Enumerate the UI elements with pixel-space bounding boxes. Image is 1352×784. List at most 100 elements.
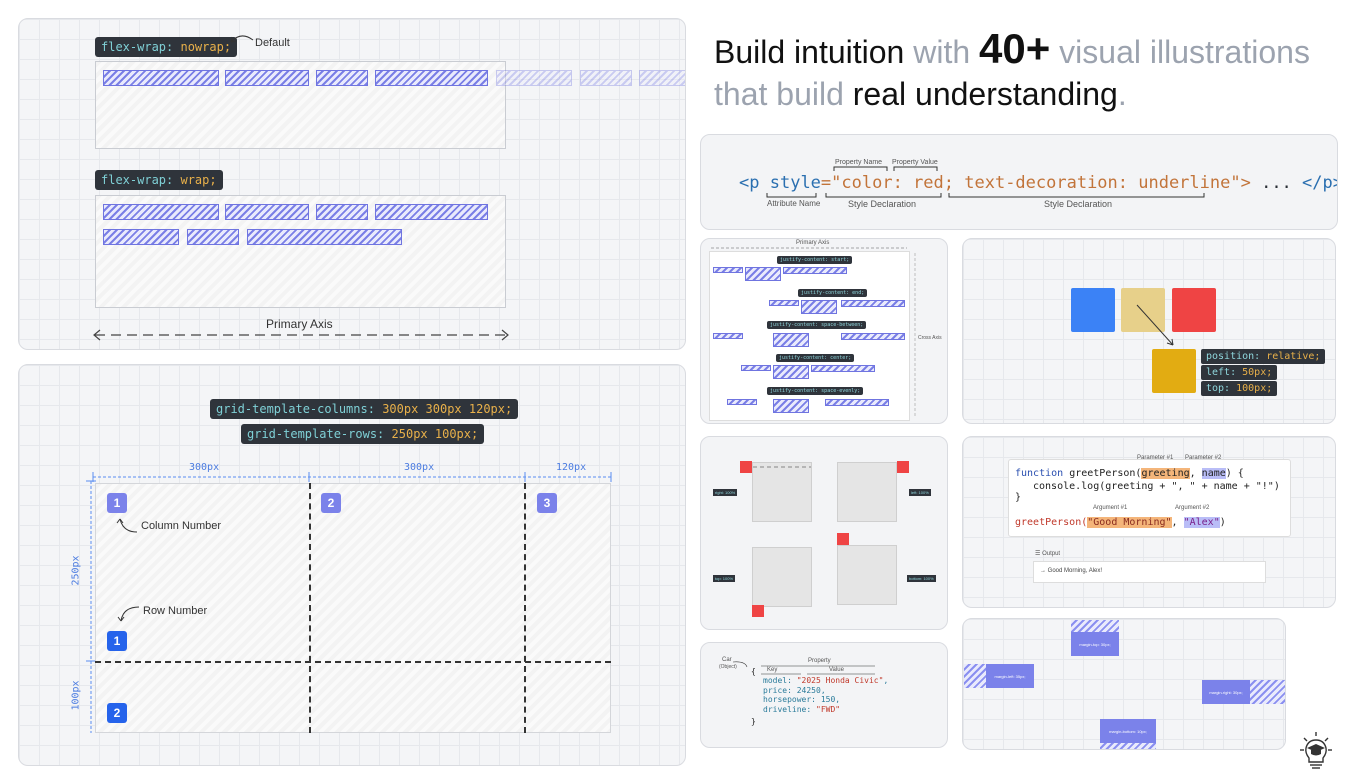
- arg1-label: Argument #1: [1093, 505, 1128, 511]
- position-relative-card: position: relative; left: 50px; top: 100…: [962, 238, 1336, 424]
- object-line: price: 24250,: [763, 686, 888, 696]
- object-brace-close: }: [751, 717, 756, 726]
- margin-top-hatch: [1071, 620, 1119, 632]
- abs-label-bottom: bottom: 100%: [907, 575, 936, 582]
- object-car-label: Car: [722, 657, 732, 663]
- justify-item: [841, 300, 905, 307]
- margin-left-hatch: [964, 664, 986, 688]
- default-note: Default: [255, 37, 290, 49]
- output-label-text: Output: [1042, 551, 1061, 557]
- object-code: model: "2025 Honda Civic", price: 24250,…: [763, 676, 888, 714]
- justify-item: [811, 365, 875, 372]
- abs-guides: [753, 466, 899, 607]
- grid-cols-prop: grid-template-columns:: [216, 402, 375, 416]
- abs-label-right: right: 100%: [713, 489, 738, 496]
- nowrap-item: [316, 70, 368, 86]
- html-open-tag: <p: [739, 173, 760, 193]
- html-close-quote: ">: [1230, 173, 1251, 193]
- blue-square: [1071, 288, 1115, 332]
- wrap-item: [103, 204, 219, 220]
- wrap-chip: flex-wrap: wrap;: [95, 170, 223, 190]
- wrap-item: [103, 229, 179, 245]
- abs-box-3: [752, 547, 812, 607]
- nowrap-item: [375, 70, 488, 86]
- position-val: relative;: [1260, 351, 1321, 362]
- top-chip: top: 100px;: [1201, 381, 1278, 396]
- object-value-label: Value: [829, 667, 844, 673]
- row-number-label: Row Number: [143, 605, 208, 617]
- html-decl1-name: color:: [841, 173, 903, 193]
- justify-item: [783, 267, 847, 274]
- object-line: horsepower: 150,: [763, 695, 888, 705]
- param2-label: Parameter #2: [1185, 455, 1222, 461]
- wrap-prop: flex-wrap:: [101, 173, 174, 187]
- justify-item: [769, 300, 799, 306]
- param-comma: ,: [1189, 468, 1202, 479]
- grid-col-line: [309, 483, 311, 733]
- primary-axis-label: Primary Axis: [266, 317, 333, 331]
- row1-size: 250px: [70, 555, 82, 586]
- wrap-val: wrap;: [180, 173, 217, 187]
- justify-item: [773, 399, 809, 413]
- html-eq-quote: =": [820, 173, 842, 193]
- justify-item: [745, 267, 781, 281]
- property-value-label: Property Value: [892, 159, 938, 166]
- justify-space-between-chip: justify-content: space-between;: [767, 321, 867, 329]
- html-decl1-val: red;: [902, 173, 955, 193]
- nowrap-item: [225, 70, 309, 86]
- justify-item: [713, 267, 743, 273]
- headline-text3: that build: [714, 76, 853, 112]
- function-keyword: function: [1015, 468, 1064, 479]
- call-name: greetPerson(: [1015, 517, 1088, 528]
- justify-axes: [711, 247, 916, 417]
- object-key: horsepower:: [763, 695, 816, 704]
- headline-text2: visual illustrations: [1050, 34, 1310, 70]
- headline-period: .: [1117, 76, 1127, 112]
- html-ellipsis: ...: [1250, 173, 1303, 193]
- arg1-value: "Good Morning": [1087, 517, 1172, 528]
- html-attr-name: style: [769, 173, 821, 193]
- function-decl-line: function greetPerson(greeting, name) {: [1015, 468, 1244, 479]
- row-number-2: 2: [107, 703, 127, 723]
- object-card: Car (Object) Property Key Value { model:…: [700, 642, 948, 748]
- col2-size: 300px: [404, 462, 435, 473]
- style-declaration-label-1: Style Declaration: [848, 199, 917, 209]
- grid-cols-val: 300px 300px 120px;: [382, 402, 513, 416]
- justify-space-evenly-chip: justify-content: space-evenly;: [767, 387, 864, 395]
- margin-left-box: margin-left: 35px;: [986, 664, 1034, 688]
- wrap-item: [316, 204, 368, 220]
- justify-item: [825, 399, 889, 406]
- param2-value: name: [1201, 468, 1226, 479]
- margin-right-box: margin-right: 30px;: [1202, 680, 1250, 704]
- call-close: ): [1219, 517, 1226, 528]
- grid-col-line: [524, 483, 526, 733]
- red-square: [1172, 288, 1216, 332]
- position-chip: position: relative;: [1201, 349, 1326, 364]
- grid-panel: grid-template-columns: 300px 300px 120px…: [18, 364, 686, 766]
- headline-line1: Build intuition with 40+ visual illustra…: [714, 28, 1334, 73]
- object-brackets: [732, 661, 875, 675]
- absolute-position-card: right: 100% left: 100% top: 100% bottom:…: [700, 436, 948, 630]
- object-line: model: "2025 Honda Civic",: [763, 676, 888, 686]
- abs-label-top: top: 100%: [713, 575, 736, 582]
- row-number-1: 1: [107, 631, 127, 651]
- nowrap-chip: flex-wrap: nowrap;: [95, 37, 238, 57]
- function-body-line: console.log(greeting + ", " + name + "!"…: [1033, 481, 1280, 492]
- object-value: 150,: [820, 695, 841, 704]
- html-close-tag: </p>: [1302, 173, 1337, 193]
- object-key: price:: [763, 685, 792, 695]
- abs-box-1: [752, 462, 812, 522]
- arg2-value: "Alex": [1183, 517, 1220, 528]
- arg2-label: Argument #2: [1175, 505, 1210, 511]
- style-declaration-label-2: Style Declaration: [1044, 199, 1113, 209]
- output-icon: ☰: [1035, 551, 1041, 557]
- position-offset-arrow-icon: [1136, 304, 1174, 346]
- grid-measure-lines: [86, 472, 612, 733]
- wrap-item: [187, 229, 239, 245]
- param1-value: greeting: [1141, 468, 1190, 479]
- nowrap-item: [103, 70, 219, 86]
- headline-bold2: real understanding: [852, 76, 1118, 112]
- output-arrow-icon: →: [1040, 568, 1046, 574]
- justify-item: [741, 365, 771, 371]
- left-chip: left: 50px;: [1201, 365, 1278, 380]
